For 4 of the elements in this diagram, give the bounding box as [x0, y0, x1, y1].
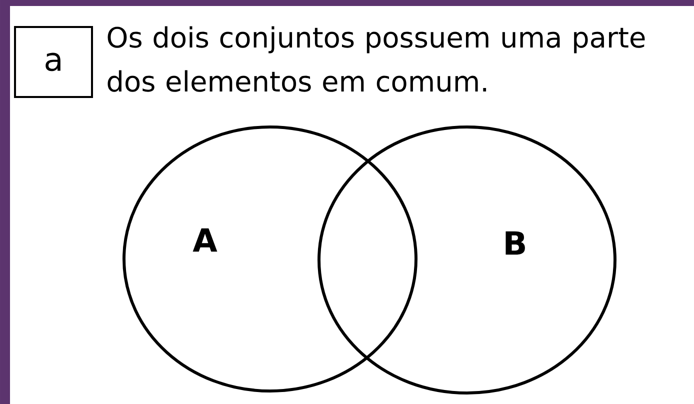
description-text: Os dois conjuntos possuem uma parte dos elementos em comum.: [108, 26, 645, 92]
set-name: A: [192, 228, 218, 252]
letter-box: a: [14, 26, 93, 98]
set-name: B: [506, 231, 525, 255]
